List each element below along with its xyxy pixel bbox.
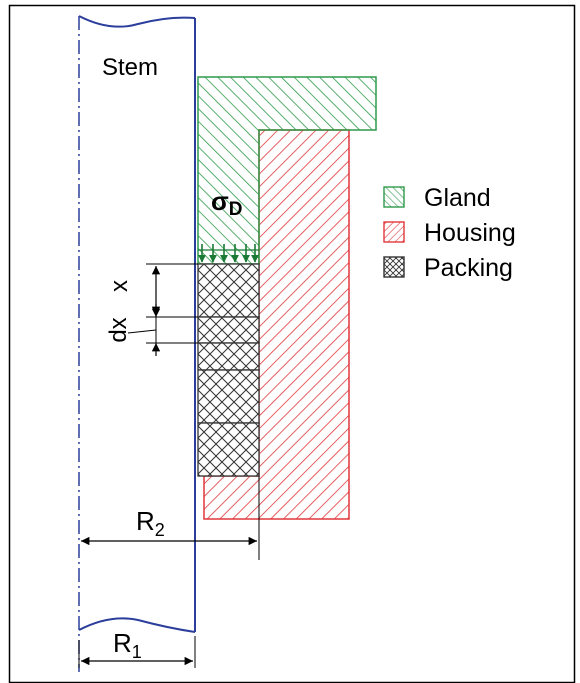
gland-stress-label: σD <box>211 186 243 220</box>
sigma-symbol: σ <box>211 186 229 216</box>
legend: Gland Housing Packing <box>383 184 516 282</box>
packing-ring <box>197 422 260 477</box>
dx-label: dx <box>105 317 132 342</box>
packing-stack <box>197 263 260 477</box>
packing-ring <box>197 342 260 371</box>
packing-ring <box>197 369 260 424</box>
stem-break-top <box>78 15 196 28</box>
legend-label-packing: Packing <box>424 254 513 282</box>
legend-item-housing: Housing <box>383 219 516 247</box>
sigma-subscript: D <box>229 199 243 220</box>
legend-label-housing: Housing <box>424 219 516 247</box>
x-dimension <box>146 263 198 344</box>
legend-swatch-gland <box>383 186 405 208</box>
r2-dimension <box>80 476 260 560</box>
packing-ring <box>197 263 260 318</box>
legend-item-packing: Packing <box>383 254 513 282</box>
legend-item-gland: Gland <box>383 184 491 212</box>
r1-dimension <box>78 636 196 668</box>
legend-label-gland: Gland <box>424 184 491 212</box>
stem-label: Stem <box>102 54 158 81</box>
x-label: x <box>106 280 133 292</box>
packing-ring <box>197 316 260 344</box>
gland-stress-arrows <box>198 244 259 263</box>
legend-swatch-packing <box>383 256 405 278</box>
stem-break-bottom <box>78 617 196 633</box>
r2-label: R2 <box>136 506 165 540</box>
r1-label: R1 <box>113 628 142 662</box>
dx-dimension <box>127 304 161 356</box>
legend-swatch-housing <box>383 221 405 243</box>
